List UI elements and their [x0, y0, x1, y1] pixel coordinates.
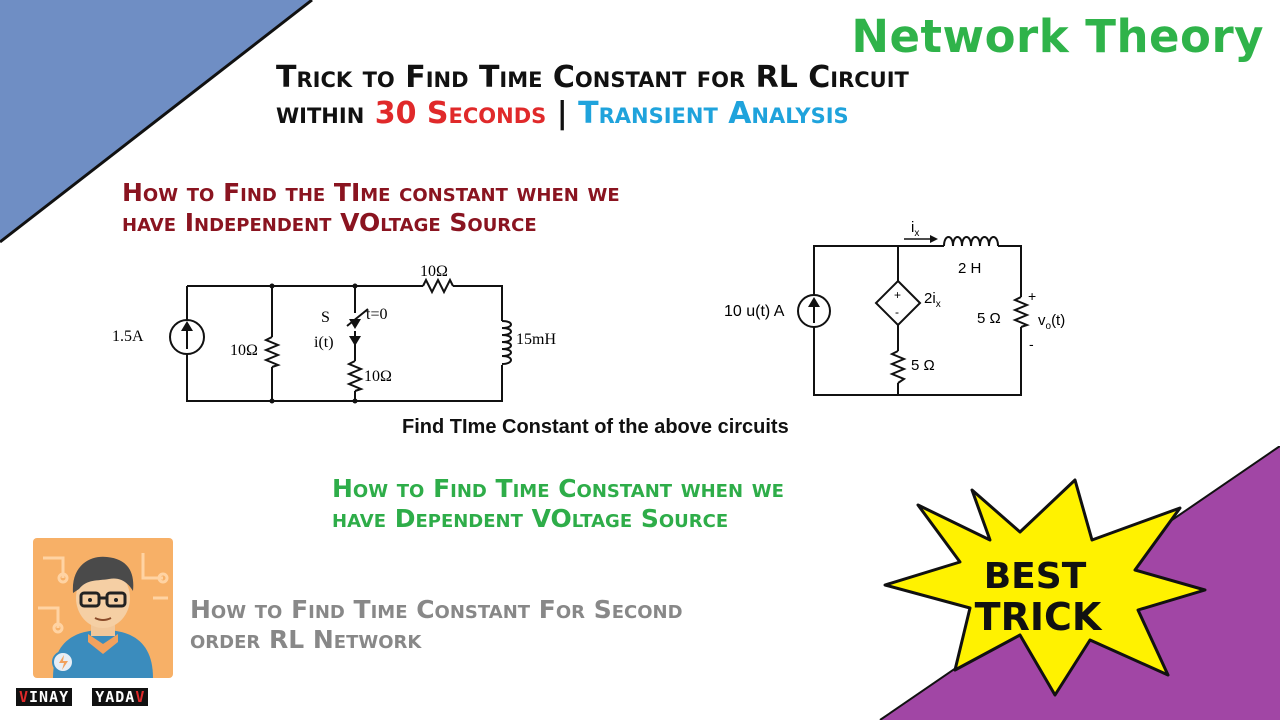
brand-title: Network Theory	[851, 10, 1264, 63]
c2-dep-value: 2i	[924, 290, 936, 307]
c2-vout-sub: o	[1046, 321, 1052, 332]
heading-second-order-line2: order RL Network	[190, 625, 422, 654]
c1-switch-time-label: t=0	[366, 306, 387, 323]
c2-output-resistor-label: 5 Ω	[977, 310, 1001, 327]
c1-branch-resistor-label: 10Ω	[364, 368, 392, 385]
circuit-diagram-2: + - 10 u(t) A 2ix ix 2 H 5 Ω 5 Ω + - vo(…	[724, 219, 1065, 396]
c2-dep-sub: x	[936, 299, 941, 310]
best-trick-badge: BEST TRICK	[883, 478, 1207, 697]
c2-current-main: i	[911, 219, 914, 236]
c2-bottom-resistor-label: 5 Ω	[911, 357, 935, 374]
author-name: VINAY YADAV	[16, 688, 149, 706]
title-prefix: within	[276, 96, 375, 131]
video-title-line2: within 30 Seconds | Transient Analysis	[276, 96, 849, 131]
title-separator: |	[546, 96, 579, 131]
c2-vout-main: v	[1038, 312, 1046, 329]
avatar	[33, 538, 173, 678]
badge-line1: BEST	[984, 556, 1087, 597]
heading-dependent-line2: have Dependent VOltage Source	[332, 504, 729, 533]
c2-vout-tail: (t)	[1051, 312, 1065, 329]
video-title-line1: Trick to Find Time Constant for RL Circu…	[276, 60, 909, 95]
c2-dep-minus: -	[895, 305, 899, 319]
c2-plus-label: +	[1028, 288, 1036, 304]
c1-switch-label: S	[321, 309, 330, 326]
heading-second-order-line1: How to Find Time Constant For Second	[190, 595, 683, 624]
author-first-name: VINAY	[16, 688, 73, 706]
c2-vout-label: vo(t)	[1038, 312, 1065, 332]
c1-current-label: i(t)	[314, 334, 334, 351]
c2-minus-label: -	[1029, 336, 1034, 352]
c1-shunt-resistor-label: 10Ω	[230, 342, 258, 359]
c2-inductor-label: 2 H	[958, 260, 981, 277]
c1-source-label: 1.5A	[112, 328, 144, 345]
c2-current-sub: x	[914, 228, 919, 239]
author-first-rest: INAY	[29, 688, 70, 706]
author-last-main: YADA	[95, 688, 136, 706]
avatar-illustration	[38, 553, 169, 678]
c1-inductor-label: 15mH	[516, 331, 556, 348]
c2-dep-plus: +	[894, 288, 901, 302]
badge-line2: TRICK	[975, 595, 1103, 639]
heading-independent-line1: How to Find the TIme constant when we	[122, 178, 620, 207]
title-highlight-red: 30 Seconds	[374, 96, 547, 131]
author-last-name: YADAV	[92, 688, 149, 706]
heading-independent-line2: have Independent VOltage Source	[122, 208, 537, 237]
heading-dependent-line1: How to Find Time Constant when we	[332, 474, 784, 503]
circuits-caption: Find TIme Constant of the above circuits	[402, 416, 789, 438]
author-first-initial: V	[19, 688, 30, 706]
title-highlight-blue: Transient Analysis	[578, 96, 849, 131]
c2-source-label: 10 u(t) A	[724, 303, 785, 320]
c2-current-label: ix	[911, 219, 919, 239]
circuit-diagram-1: 1.5A 10Ω 10Ω S t=0 i(t) 10Ω 15mH	[112, 263, 556, 404]
c2-dep-source-label: 2ix	[924, 290, 941, 310]
author-last-initial: V	[135, 688, 146, 706]
corner-triangle-top-left	[0, 0, 313, 244]
c1-top-resistor-label: 10Ω	[420, 263, 448, 280]
